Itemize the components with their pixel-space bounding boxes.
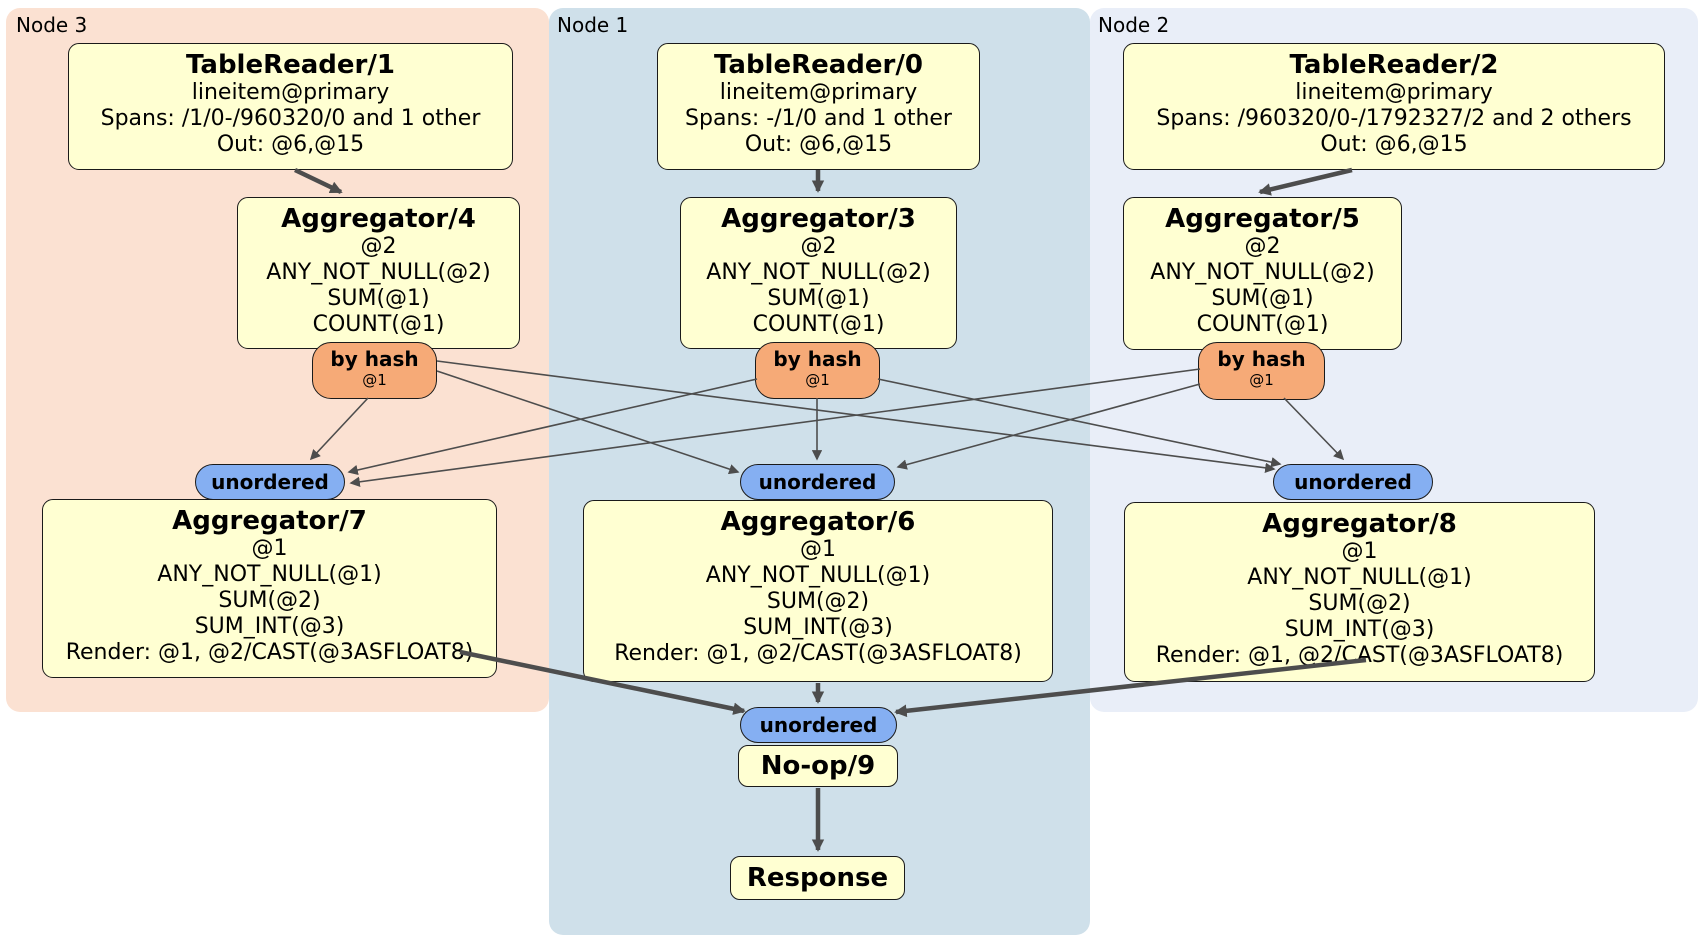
node-title: Aggregator/8 <box>1262 509 1457 539</box>
node-aggregator-4: Aggregator/4 @2 ANY_NOT_NULL(@2) SUM(@1)… <box>237 197 520 349</box>
node-tablereader-1: TableReader/1 lineitem@primary Spans: /1… <box>68 43 513 170</box>
node-detail: Out: @6,@15 <box>744 132 893 157</box>
node-detail: SUM(@1) <box>1211 286 1314 311</box>
node-detail: Spans: /960320/0-/1792327/2 and 2 others <box>1156 106 1632 131</box>
cluster-label-node1: Node 1 <box>557 13 629 37</box>
sync-unordered-bottom: unordered <box>740 707 897 743</box>
node-detail: Render: @1, @2/CAST(@3ASFLOAT8) <box>65 640 474 665</box>
node-detail: SUM(@2) <box>1308 591 1411 616</box>
node-title: TableReader/0 <box>714 50 923 80</box>
node-aggregator-5: Aggregator/5 @2 ANY_NOT_NULL(@2) SUM(@1)… <box>1123 197 1402 350</box>
node-detail: lineitem@primary <box>719 80 918 105</box>
node-detail: lineitem@primary <box>191 80 390 105</box>
node-detail: @2 <box>1244 234 1281 259</box>
node-detail: SUM(@1) <box>767 286 870 311</box>
node-detail: ANY_NOT_NULL(@2) <box>706 260 931 285</box>
node-detail: @1 <box>800 537 836 562</box>
sync-unordered-right: unordered <box>1273 464 1433 500</box>
router-title: by hash <box>330 347 419 371</box>
node-detail: Render: @1, @2/CAST(@3ASFLOAT8) <box>1155 643 1564 668</box>
node-title: Aggregator/5 <box>1165 204 1360 234</box>
node-no-op-9: No-op/9 <box>738 745 898 787</box>
router-by-hash-mid: by hash @1 <box>755 342 880 399</box>
node-detail: @1 <box>251 536 288 561</box>
cluster-label-node3: Node 3 <box>16 13 88 37</box>
node-detail: ANY_NOT_NULL(@2) <box>266 260 491 285</box>
node-detail: ANY_NOT_NULL(@1) <box>1247 565 1472 590</box>
node-tablereader-2: TableReader/2 lineitem@primary Spans: /9… <box>1123 43 1665 170</box>
node-detail: ANY_NOT_NULL(@2) <box>1150 260 1375 285</box>
node-detail: Out: @6,@15 <box>1320 132 1468 157</box>
node-detail: Render: @1, @2/CAST(@3ASFLOAT8) <box>614 641 1022 666</box>
node-detail: SUM(@1) <box>327 286 430 311</box>
router-columns: @1 <box>805 371 830 389</box>
node-title: TableReader/2 <box>1289 50 1499 80</box>
router-title: by hash <box>1217 347 1306 371</box>
node-title: Aggregator/7 <box>172 506 367 536</box>
sync-unordered-left: unordered <box>195 464 345 500</box>
node-detail: ANY_NOT_NULL(@1) <box>157 562 382 587</box>
router-title: by hash <box>773 347 862 371</box>
node-detail: ANY_NOT_NULL(@1) <box>705 563 931 588</box>
node-title: Aggregator/6 <box>720 507 916 537</box>
router-columns: @1 <box>362 371 387 389</box>
router-by-hash-right: by hash @1 <box>1198 342 1325 400</box>
node-detail: SUM_INT(@3) <box>194 614 345 639</box>
node-tablereader-0: TableReader/0 lineitem@primary Spans: -/… <box>657 43 980 170</box>
node-title: Aggregator/3 <box>721 204 916 234</box>
node-title: Aggregator/4 <box>281 204 476 234</box>
router-by-hash-left: by hash @1 <box>312 342 437 399</box>
node-detail: SUM(@2) <box>218 588 321 613</box>
node-aggregator-3: Aggregator/3 @2 ANY_NOT_NULL(@2) SUM(@1)… <box>680 197 957 349</box>
node-detail: SUM_INT(@3) <box>1284 617 1435 642</box>
node-aggregator-7: Aggregator/7 @1 ANY_NOT_NULL(@1) SUM(@2)… <box>42 499 497 678</box>
node-detail: SUM(@2) <box>766 589 870 614</box>
node-detail: @1 <box>1341 539 1378 564</box>
node-title: TableReader/1 <box>186 50 395 80</box>
node-response: Response <box>730 856 905 900</box>
node-detail: lineitem@primary <box>1295 80 1493 105</box>
node-detail: COUNT(@1) <box>1196 312 1329 337</box>
node-detail: Spans: /1/0-/960320/0 and 1 other <box>100 106 481 131</box>
sync-unordered-mid: unordered <box>740 464 895 500</box>
node-detail: Spans: -/1/0 and 1 other <box>685 106 952 131</box>
node-detail: COUNT(@1) <box>752 312 885 337</box>
node-detail: COUNT(@1) <box>312 312 445 337</box>
router-columns: @1 <box>1249 371 1274 389</box>
node-aggregator-8: Aggregator/8 @1 ANY_NOT_NULL(@1) SUM(@2)… <box>1124 502 1595 682</box>
node-detail: @2 <box>360 234 397 259</box>
node-detail: @2 <box>800 234 837 259</box>
cluster-label-node2: Node 2 <box>1098 13 1170 37</box>
node-detail: SUM_INT(@3) <box>743 615 893 640</box>
node-aggregator-6: Aggregator/6 @1 ANY_NOT_NULL(@1) SUM(@2)… <box>583 500 1053 682</box>
node-detail: Out: @6,@15 <box>216 132 365 157</box>
